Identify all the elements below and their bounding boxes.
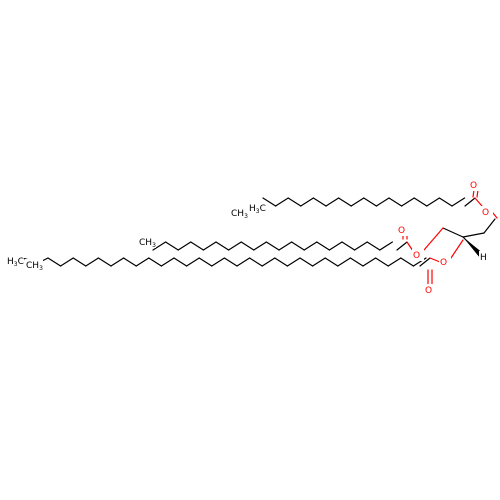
top-chain-bond bbox=[464, 197, 476, 207]
middle-chain-bond bbox=[354, 241, 368, 251]
bottom-chain-bond bbox=[249, 257, 263, 267]
atom-middle-chain-terminal-methyl: CH3 bbox=[139, 238, 156, 249]
bottom-chain-bond bbox=[198, 257, 213, 267]
atom-stereo-hydrogen: H bbox=[480, 253, 487, 263]
bottom-chain-bond bbox=[387, 257, 402, 267]
bottom-chain-bond bbox=[299, 257, 314, 267]
middle-chain-bond bbox=[316, 241, 330, 251]
bottom-chain-bond bbox=[312, 257, 326, 267]
bottom-chain-bond bbox=[274, 257, 288, 267]
middle-chain-bond bbox=[190, 241, 204, 251]
top-chain-bond bbox=[325, 197, 340, 207]
middle-chain-bond bbox=[165, 241, 179, 251]
atom-top-chain-terminal-methyl: CH3 bbox=[231, 209, 248, 220]
middle-chain-bond bbox=[240, 241, 255, 251]
middle-chain-bond bbox=[328, 241, 343, 251]
middle-chain-bond bbox=[341, 241, 356, 251]
atom-carbonyl-oxygen-middle: O bbox=[398, 226, 405, 236]
middle-chain-bond bbox=[202, 241, 217, 251]
bottom-chain-bond bbox=[72, 257, 87, 267]
middle-chain-bond bbox=[291, 241, 305, 251]
middle-chain-bond bbox=[278, 241, 293, 251]
bottom-chain-bond bbox=[122, 257, 137, 267]
middle-chain-bond bbox=[177, 241, 192, 251]
atom-bottom-chain-branch-methyl: CH3 bbox=[26, 261, 43, 272]
bottom-chain-bond bbox=[186, 257, 200, 267]
top-ester-link-bond bbox=[492, 212, 498, 219]
atom-top-chain-branch-methyl: H3C bbox=[249, 204, 266, 215]
bottom-chain-bond bbox=[59, 257, 74, 267]
top-chain-bond bbox=[350, 197, 365, 207]
bottom-chain-bond bbox=[160, 257, 175, 267]
middle-chain-bond bbox=[253, 241, 267, 251]
top-chain-bond bbox=[413, 197, 428, 207]
bottom-chain-bond bbox=[261, 257, 276, 267]
bottom-chain-bond bbox=[97, 257, 112, 267]
middle-chain-bond bbox=[265, 241, 280, 251]
top-chain-bond bbox=[287, 197, 302, 207]
bottom-chain-bond bbox=[419, 257, 431, 267]
bottom-chain-bond bbox=[286, 257, 301, 267]
top-chain-bond bbox=[300, 197, 314, 207]
top-chain-bond bbox=[262, 197, 277, 207]
top-chain-bond bbox=[338, 197, 352, 207]
bottom-chain-bond bbox=[324, 257, 339, 267]
middle-chain-bond bbox=[228, 241, 242, 251]
top-ester-bond bbox=[474, 197, 483, 207]
bottom-chain-bond bbox=[375, 257, 389, 267]
middle-chain-bond bbox=[215, 241, 230, 251]
glycerol-bond bbox=[423, 227, 444, 251]
bottom-chain-bond bbox=[47, 257, 62, 267]
bottom-chain-bond bbox=[85, 257, 100, 267]
atom-carbonyl-oxygen-bottom: O bbox=[425, 286, 432, 296]
top-chain-bond bbox=[375, 197, 390, 207]
middle-chain-bond bbox=[379, 241, 393, 251]
top-carbonyl-double-bond bbox=[476, 189, 479, 198]
bottom-ester-link-bond bbox=[450, 239, 464, 259]
glycerol-bond bbox=[483, 218, 496, 234]
top-chain-bond bbox=[363, 197, 377, 207]
middle-chain-bond bbox=[396, 241, 408, 251]
bond-layer bbox=[21, 189, 498, 285]
subscript: 3 bbox=[244, 213, 248, 220]
middle-chain-bond bbox=[152, 241, 167, 251]
top-chain-bond bbox=[401, 197, 415, 207]
atom-ester-oxygen-bottom: O bbox=[440, 258, 447, 268]
middle-chain-bond bbox=[303, 241, 318, 251]
bottom-ester-bond bbox=[429, 257, 441, 263]
bottom-chain-bond bbox=[148, 257, 162, 267]
middle-chain-bond bbox=[366, 241, 381, 251]
glycerol-bond bbox=[442, 227, 464, 238]
bottom-chain-bond bbox=[400, 257, 414, 267]
stereo-hash-base bbox=[462, 236, 483, 257]
bottom-chain-bond bbox=[349, 257, 364, 267]
atom-carbonyl-oxygen-top: O bbox=[470, 181, 477, 191]
bottom-chain-bond bbox=[362, 257, 377, 267]
top-chain-bond bbox=[388, 197, 403, 207]
top-chain-bond bbox=[438, 197, 453, 207]
bottom-chain-bond bbox=[223, 257, 238, 267]
bottom-chain-bond bbox=[135, 257, 150, 267]
atom-ester-oxygen-top: O bbox=[482, 208, 489, 218]
top-chain-bond bbox=[312, 197, 327, 207]
top-chain-bond bbox=[451, 197, 466, 207]
bottom-chain-bond bbox=[211, 257, 225, 267]
glycerol-bond bbox=[462, 232, 485, 238]
bottom-chain-bond bbox=[173, 257, 188, 267]
top-chain-bond bbox=[426, 197, 440, 207]
atom-ester-oxygen-middle: O bbox=[413, 251, 420, 261]
atom-bottom-chain-terminal-methyl: H3C bbox=[7, 257, 24, 268]
bottom-chain-bond bbox=[110, 257, 125, 267]
top-carbonyl-double-bond bbox=[472, 189, 475, 198]
top-chain-bond bbox=[275, 197, 289, 207]
bottom-chain-bond bbox=[236, 257, 251, 267]
bottom-chain-bond bbox=[337, 257, 351, 267]
